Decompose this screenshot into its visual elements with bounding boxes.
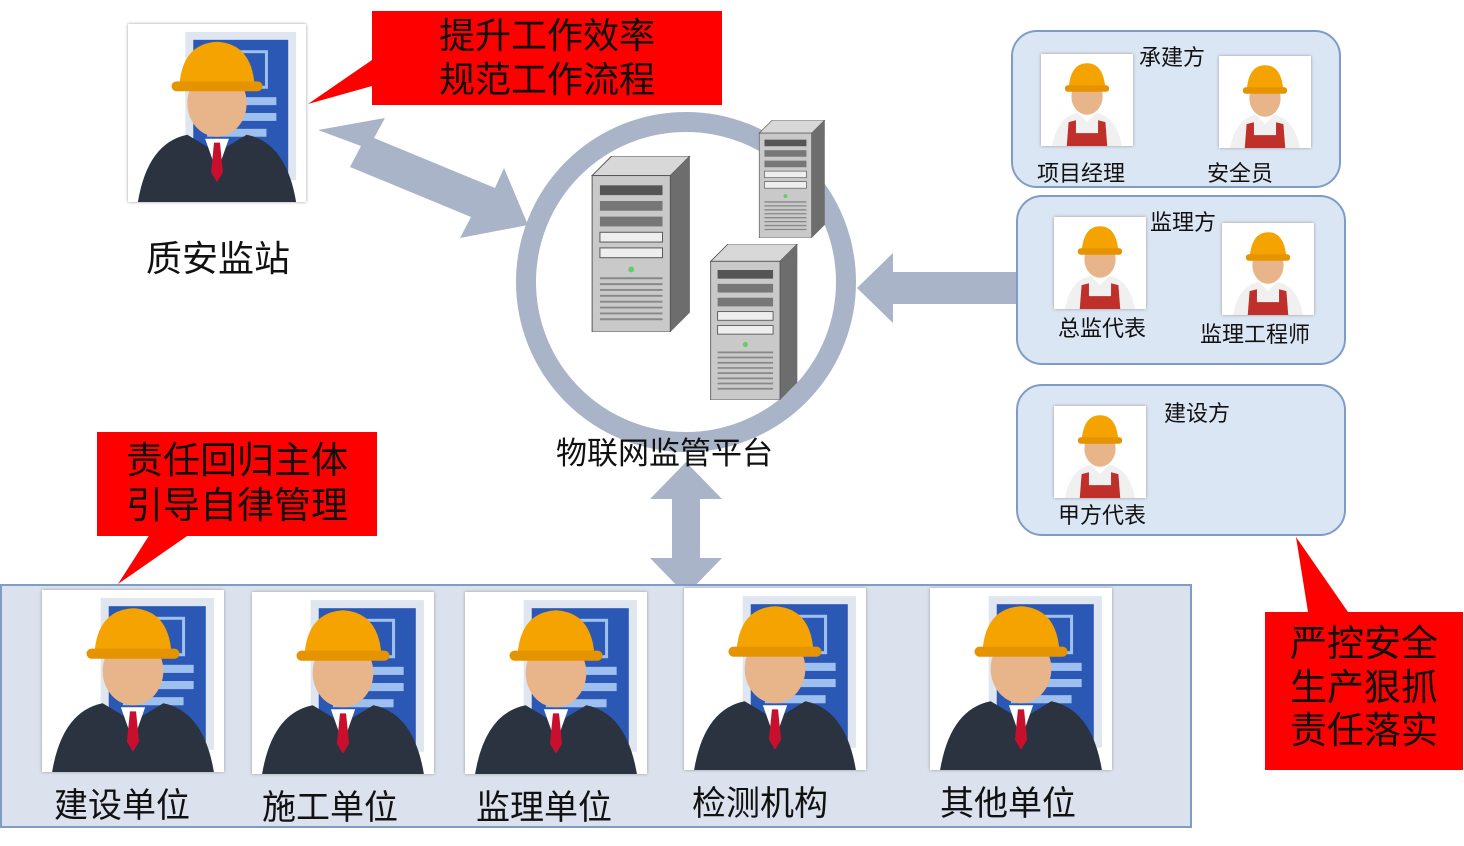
unit-card [252,592,434,774]
manager-icon [128,24,306,202]
unit-card [42,590,224,772]
worker-icon [1054,406,1146,498]
chief-supervisor-label: 总监代表 [1058,317,1147,342]
worker-icon [1041,54,1133,146]
server-icon [756,120,828,238]
worker-card [1054,406,1146,498]
worker-icon [1219,56,1311,148]
unit-card [684,588,866,770]
station-label: 质安监站 [146,239,291,280]
callout-line: 生产狠抓 [1290,665,1438,709]
worker-card [1222,223,1314,315]
safety-officer-label: 安全员 [1207,162,1274,187]
unit-label-other: 其他单位 [940,784,1076,824]
unit-card [930,588,1112,770]
worker-card [1219,56,1311,148]
callout-line: 责任落实 [1290,709,1438,753]
units-strip: 建设单位 施工单位 监理单位 检测机构 其他单位 [0,584,1192,828]
platform-ring [516,112,856,452]
top-callout-tail [308,60,372,104]
worker-card [1054,217,1146,309]
worker-icon [1222,223,1314,315]
station-card [128,24,306,202]
unit-label-construction: 建设单位 [54,786,190,826]
builder-panel: 承建方 项目经理 安全员 [1011,30,1341,188]
unit-label-testing: 检测机构 [692,784,828,824]
worker-icon [1054,217,1146,309]
callout-line: 严控安全 [1290,622,1438,665]
right-callout-tail [1296,537,1348,612]
server-icon [708,244,800,400]
safety-callout: 严控安全 生产狠抓 责任落实 [1265,612,1463,770]
callout-line: 引导自律管理 [126,484,348,528]
supervision-engineer-label: 监理工程师 [1200,323,1311,348]
owner-rep-label: 甲方代表 [1058,504,1147,529]
station-platform-arrow [318,118,528,238]
unit-card [465,592,647,774]
manager-icon [252,592,434,774]
callout-line: 责任回归主体 [126,439,348,482]
left-callout-tail [118,534,190,584]
worker-card [1041,54,1133,146]
callout-line: 规范工作流程 [438,59,655,101]
supervisor-panel: 监理方 总监代表 监理工程师 [1016,195,1346,365]
supervisor-title: 监理方 [1150,211,1217,236]
project-manager-label: 项目经理 [1037,162,1126,187]
platform-units-arrow [650,462,722,595]
manager-icon [465,592,647,774]
unit-label-contractor: 施工单位 [262,788,398,828]
efficiency-callout: 提升工作效率 规范工作流程 [372,11,722,105]
owner-title: 建设方 [1164,402,1231,427]
manager-icon [684,588,866,770]
callout-line: 提升工作效率 [438,16,655,57]
panels-platform-arrow [857,253,1018,323]
server-icon [588,156,694,332]
platform-label: 物联网监管平台 [556,436,773,472]
unit-label-supervision: 监理单位 [476,788,612,828]
owner-panel: 建设方 甲方代表 [1016,384,1346,536]
responsibility-callout: 责任回归主体 引导自律管理 [97,432,377,536]
builder-title: 承建方 [1139,46,1206,71]
manager-icon [930,588,1112,770]
manager-icon [42,590,224,772]
